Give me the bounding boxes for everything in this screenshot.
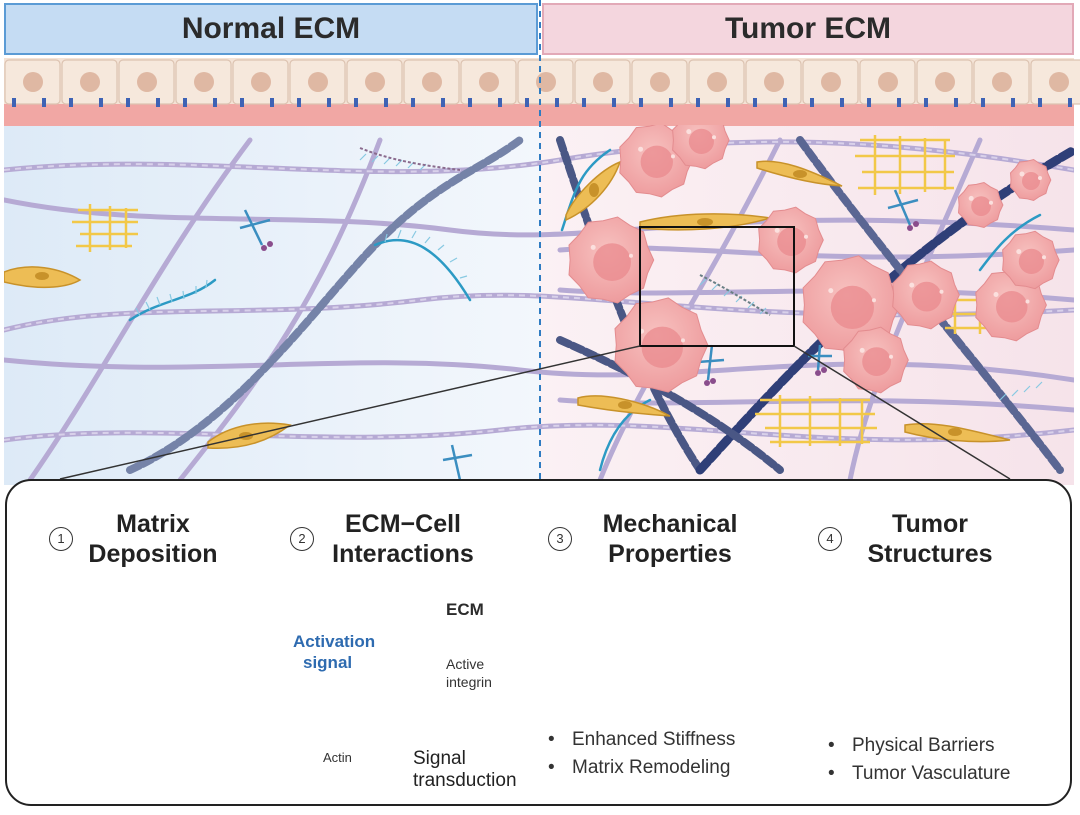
panel-4-number: 4	[818, 527, 842, 551]
panel-2-title: ECM−Cell Interactions	[318, 509, 488, 569]
tumor-ecm-header: Tumor ECM	[542, 3, 1074, 55]
signal-line2: transduction	[413, 770, 517, 791]
panel-3-bullets: Enhanced Stiffness Matrix Remodeling	[548, 726, 735, 782]
signal-transduction-label: Signal transduction	[413, 748, 517, 792]
normal-ecm-header: Normal ECM	[4, 3, 538, 55]
panel-3-title-line2: Properties	[608, 540, 732, 568]
panel-4-title-line1: Tumor	[892, 510, 968, 538]
bullet-physical-barriers: Physical Barriers	[828, 732, 1010, 760]
epithelial-layer	[4, 58, 1080, 126]
ecm-label: ECM	[446, 600, 484, 619]
activation-line1: Activation	[293, 632, 376, 651]
actin-label: Actin	[323, 750, 352, 765]
panel-1-title-line2: Deposition	[88, 540, 218, 568]
active-line2: integrin	[446, 674, 492, 690]
fibronectin	[239, 189, 919, 481]
panel-2-number: 2	[290, 527, 314, 551]
panel-2-title-line2: Interactions	[332, 540, 474, 568]
active-line1: Active	[446, 656, 485, 672]
beta-label: β	[403, 603, 410, 617]
zoom-box	[639, 226, 795, 347]
panel-4-bullets: Physical Barriers Tumor Vasculature	[828, 732, 1010, 788]
panel-1-title-line1: Matrix	[116, 510, 190, 538]
activation-line2: signal	[303, 653, 353, 672]
signal-line1: Signal	[413, 748, 466, 769]
bullet-enhanced-stiffness: Enhanced Stiffness	[548, 726, 735, 754]
panel-3-title: Mechanical Properties	[580, 509, 760, 569]
active-integrin-label: Active integrin	[446, 655, 492, 691]
bullet-tumor-vasculature: Tumor Vasculature	[828, 760, 1010, 788]
zoom-lines	[59, 345, 1011, 480]
panel-4-title-line2: Structures	[867, 540, 993, 568]
tumor-cells	[568, 125, 1060, 394]
panel-1-number: 1	[49, 527, 73, 551]
panel-2-title-line1: ECM−Cell	[344, 510, 461, 538]
panel-1-title: Matrix Deposition	[78, 509, 228, 569]
alpha-label: α	[383, 608, 390, 622]
activation-signal-label: Activation signal	[293, 631, 375, 673]
collagen-network	[72, 135, 1013, 447]
panel-3-title-line1: Mechanical	[602, 510, 738, 538]
panel-3-number: 3	[548, 527, 572, 551]
panel-4-title: Tumor Structures	[855, 509, 1005, 569]
bullet-matrix-remodeling: Matrix Remodeling	[548, 754, 735, 782]
